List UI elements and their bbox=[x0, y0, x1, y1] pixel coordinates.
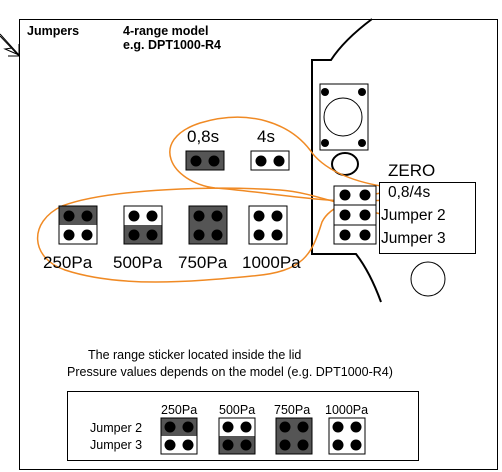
sticker-col-250pa: 250Pa bbox=[161, 403, 198, 417]
sticker-jumper-250pa bbox=[160, 417, 198, 455]
jumper-time-4s bbox=[250, 150, 290, 171]
sticker-row-jumper3: Jumper 3 bbox=[90, 438, 143, 452]
mounting-hole-icon bbox=[410, 261, 446, 297]
range-label-250pa: 250Pa bbox=[43, 253, 93, 272]
legend-row-jumper2: Jumper 2 bbox=[381, 207, 446, 224]
caption-line2: Pressure values depends on the model (e.… bbox=[67, 365, 393, 379]
range-jumper-loop bbox=[36, 187, 382, 283]
sticker-jumper-500pa bbox=[218, 417, 256, 455]
jumper-range-250pa bbox=[58, 205, 98, 245]
header-model-line2: e.g. DPT1000-R4 bbox=[123, 38, 221, 52]
sticker-col-500pa: 500Pa bbox=[219, 403, 256, 417]
time-jumper-loop bbox=[169, 116, 389, 202]
header-model-line1: 4-range model bbox=[123, 24, 209, 38]
jumper-range-750pa bbox=[188, 205, 228, 245]
time-label-0-8s: 0,8s bbox=[187, 127, 220, 146]
range-label-750pa: 750Pa bbox=[178, 253, 228, 272]
time-label-4s: 4s bbox=[257, 127, 275, 146]
sticker-jumper-750pa bbox=[275, 417, 313, 455]
caption-line1: The range sticker located inside the lid bbox=[88, 348, 302, 362]
sticker-col-1000pa: 1000Pa bbox=[325, 403, 369, 417]
zero-jumper-legend: 0,8/4s Jumper 2 Jumper 3 bbox=[379, 182, 476, 254]
legend-row-time: 0,8/4s bbox=[388, 184, 431, 201]
board-jumper-header bbox=[333, 185, 377, 245]
zero-label: ZERO bbox=[388, 161, 436, 180]
legend-row-jumper3: Jumper 3 bbox=[381, 230, 446, 247]
sticker-row-jumper2: Jumper 2 bbox=[90, 421, 143, 435]
board-outline bbox=[311, 18, 382, 303]
range-label-500pa: 500Pa bbox=[113, 253, 163, 272]
sticker-col-750pa: 750Pa bbox=[274, 403, 311, 417]
led-icon bbox=[331, 152, 359, 176]
range-sticker bbox=[67, 391, 419, 461]
jumper-range-500pa bbox=[123, 205, 163, 245]
jumper-time-0-8s bbox=[185, 150, 225, 171]
jumper-range-1000pa bbox=[248, 205, 288, 245]
header-title: Jumpers bbox=[27, 24, 80, 38]
sticker-jumper-1000pa bbox=[328, 417, 366, 455]
range-label-1000pa: 1000Pa bbox=[242, 253, 301, 272]
pointer-arrow bbox=[0, 33, 20, 57]
